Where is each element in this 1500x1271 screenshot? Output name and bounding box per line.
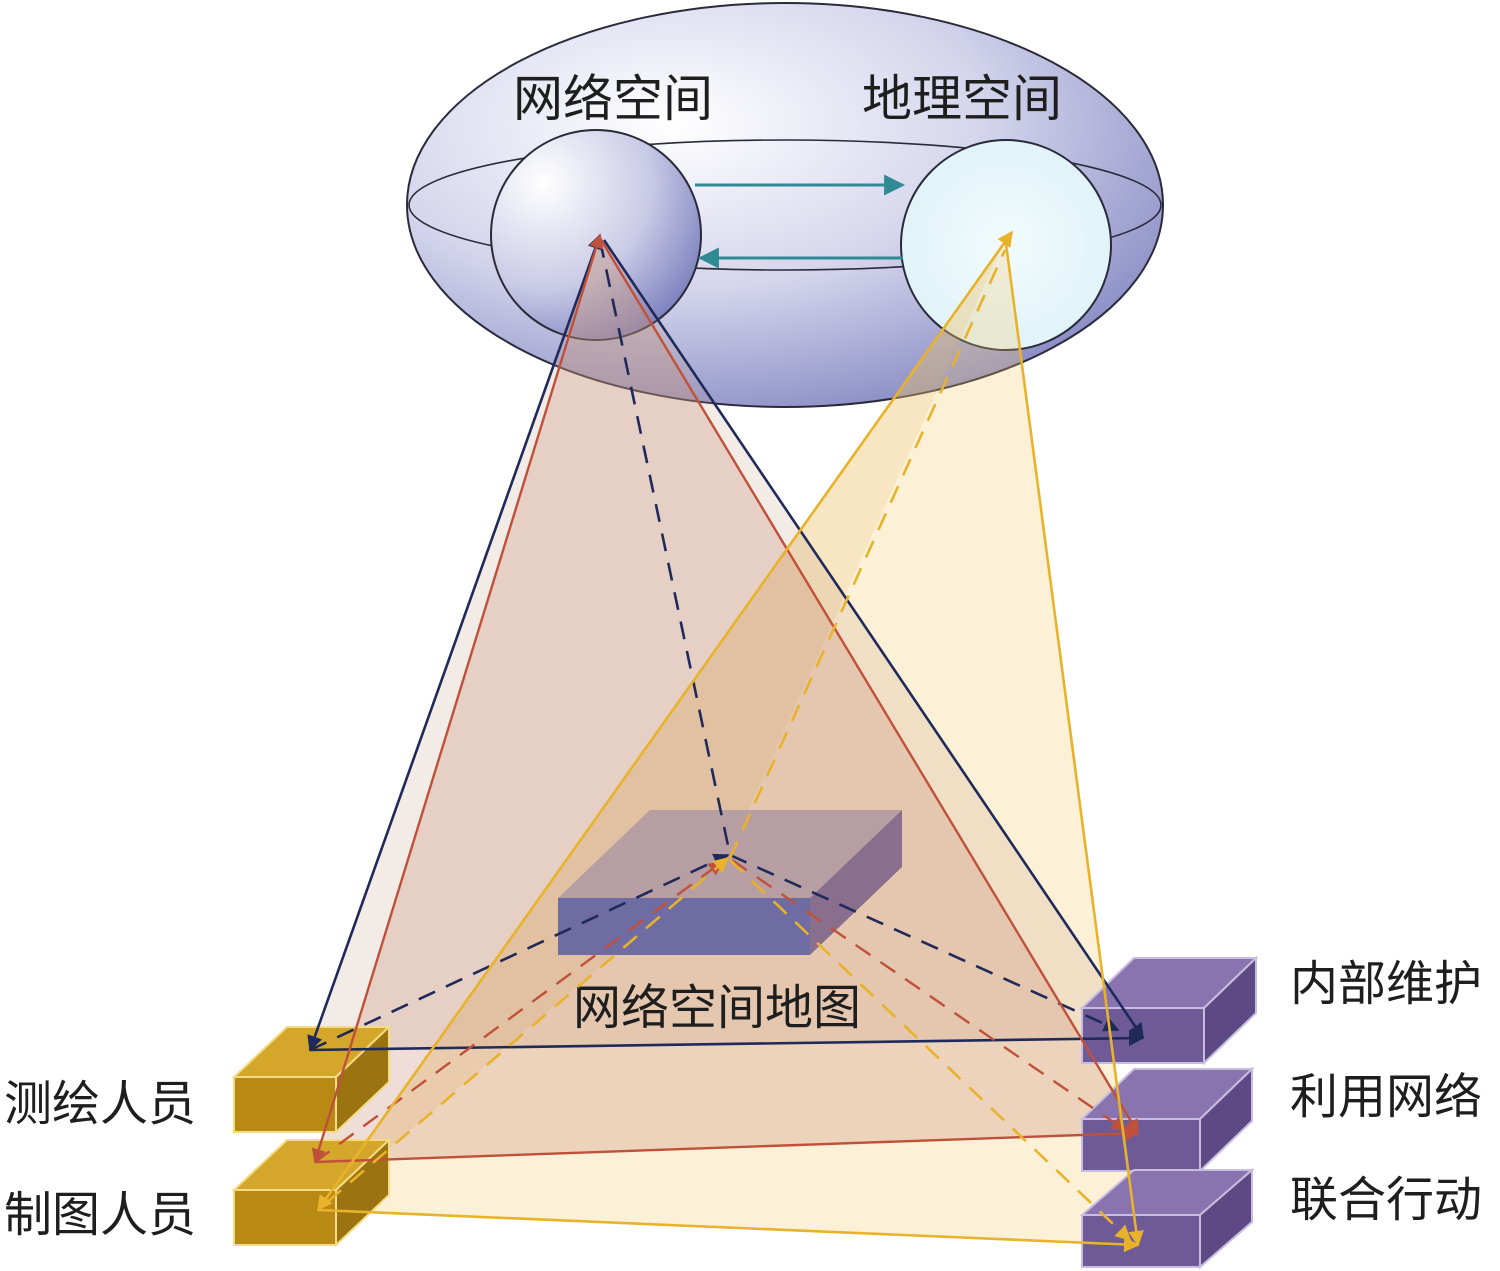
joint-action-label: 联合行动 [1290, 1172, 1482, 1228]
left-labels: 测绘人员 制图人员 [4, 1076, 196, 1243]
space-ellipse-group: 网络空间 地理空间 [406, 2, 1164, 408]
cartographers-block [231, 1137, 392, 1248]
geospace-label: 地理空间 [862, 70, 1062, 128]
map-slab-front [558, 898, 810, 955]
use-network-label: 利用网络 [1290, 1069, 1482, 1125]
gold-arrows [316, 230, 1144, 1253]
right-labels: 内部维护 利用网络 联合行动 [1290, 956, 1482, 1228]
internal-maintenance-label: 内部维护 [1290, 956, 1482, 1012]
gold-map-to-cartographers-dashed [317, 856, 730, 1211]
map-label: 网络空间地图 [573, 980, 861, 1036]
gold-map-to-geo-dashed [728, 249, 1007, 859]
red-map-to-use-network-dashed [731, 859, 1127, 1131]
surveyors-label: 测绘人员 [4, 1076, 196, 1132]
gold-cartographers-to-geo [316, 230, 1014, 1212]
gold-map-to-joint-action-dashed [729, 859, 1132, 1242]
cartographers-label: 制图人员 [4, 1187, 196, 1243]
gold-cartographers-to-joint-action [317, 1208, 1140, 1253]
use-network-block [1079, 1066, 1255, 1174]
cyberspace-label: 网络空间 [513, 70, 713, 128]
gold-geo-to-joint-action [1003, 235, 1144, 1247]
